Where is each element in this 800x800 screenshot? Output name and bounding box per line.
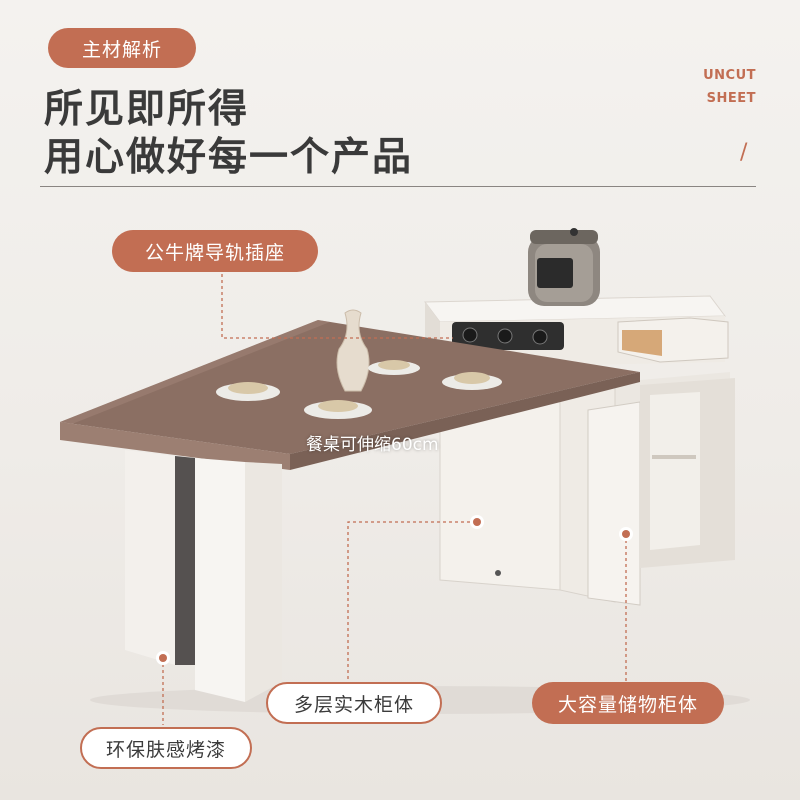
callout-storage: 大容量储物柜体 — [532, 682, 724, 724]
callout-dots — [156, 515, 633, 665]
corner-label-line-1: UNCUT — [703, 68, 756, 83]
callout-lines — [162, 268, 627, 725]
storage-cabinet — [439, 372, 735, 606]
headline-line-2: 用心做好每一个产品 — [44, 135, 414, 180]
tableware — [216, 309, 502, 419]
table-pedestal — [125, 450, 282, 702]
corner-label: UNCUT SHEET — [703, 64, 756, 110]
corner-label-line-2: SHEET — [706, 91, 756, 106]
callout-wood-cabinet: 多层实木柜体 — [266, 682, 442, 724]
corner-slash: / — [740, 140, 748, 165]
callout-extend: 餐桌可伸缩60cm — [306, 435, 439, 455]
callout-socket: 公牛牌导轨插座 — [112, 230, 318, 272]
callout-paint: 环保肤感烤漆 — [80, 727, 252, 769]
section-tag: 主材解析 — [48, 28, 196, 68]
headline-line-1: 所见即所得 — [44, 87, 250, 132]
rice-cooker — [528, 228, 600, 306]
divider — [40, 186, 756, 187]
